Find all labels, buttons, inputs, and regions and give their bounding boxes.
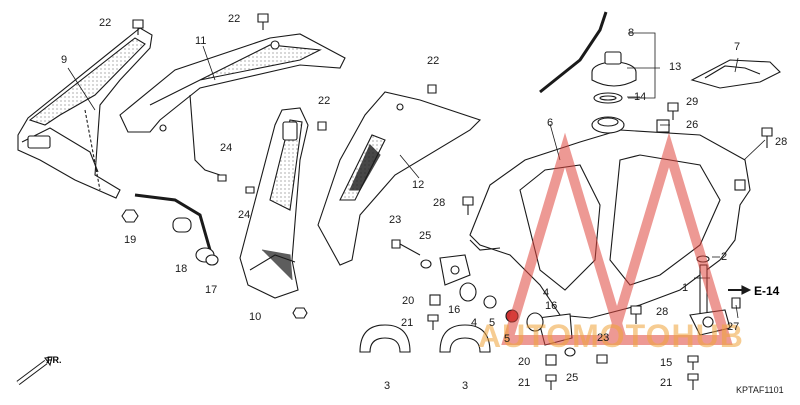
collar-20-a [429, 294, 441, 306]
callout-16a: 16 [448, 304, 461, 316]
reference-code: KPTAF1101 [736, 385, 784, 395]
callout-2: 2 [721, 251, 728, 263]
bolt-15 [687, 355, 699, 370]
callout-25b: 25 [566, 372, 579, 384]
callout-24a: 24 [220, 142, 233, 154]
bolt-21-a [427, 314, 439, 330]
callout-25a: 25 [419, 230, 432, 242]
callout-19: 19 [124, 234, 137, 246]
front-arrow [16, 356, 53, 385]
callout-11: 11 [195, 35, 207, 47]
tank-band [690, 59, 781, 89]
callout-23b: 23 [597, 332, 610, 344]
nut-19 [121, 209, 139, 223]
callout-21c: 21 [660, 377, 673, 389]
left-shroud [17, 27, 153, 199]
callout-3a: 3 [384, 380, 391, 392]
inner-shroud [119, 33, 346, 176]
callout-12: 12 [412, 179, 425, 191]
callout-22a: 22 [99, 17, 112, 29]
watermark-text: AUTOMOTOHUB [478, 318, 744, 354]
bolt-23-a [391, 239, 421, 256]
bolt-28-c [630, 305, 642, 324]
bolt-28-b [462, 196, 474, 215]
bolt-21-c [687, 373, 699, 390]
callout-28c: 28 [656, 306, 669, 318]
callout-26: 26 [686, 119, 699, 131]
callout-13: 13 [669, 61, 682, 73]
watermark-logo [501, 132, 733, 345]
drain-hose [134, 193, 212, 251]
bolt-28-a [761, 127, 773, 148]
clip-27 [731, 297, 741, 309]
fuel-cap [591, 51, 637, 87]
leader-lines [67, 32, 766, 319]
callout-28a: 28 [775, 136, 788, 148]
callout-21b: 21 [518, 377, 531, 389]
callout-20b: 20 [518, 356, 531, 368]
callout-22b: 22 [228, 13, 241, 25]
callout-7: 7 [734, 41, 741, 53]
bolt-21-b [545, 374, 557, 390]
cushion-3-b [439, 324, 491, 353]
section-ref-label: E-14 [754, 284, 780, 298]
screw-22-a [132, 19, 144, 35]
screw-22-c [427, 84, 437, 94]
cushion-3-a [359, 324, 411, 353]
screw-22-d [317, 121, 327, 131]
grommet-4-b [526, 312, 544, 332]
washer-25-b [564, 347, 576, 357]
callout-24b: 24 [238, 209, 251, 221]
grommet-17 [195, 247, 219, 266]
bolt-29 [667, 102, 679, 120]
callout-22c: 22 [427, 55, 440, 67]
callout-21a: 21 [401, 317, 414, 329]
callout-8: 8 [628, 27, 635, 39]
screw-22-b [257, 13, 269, 30]
breather-tube [539, 11, 608, 94]
section-arrow [728, 285, 752, 295]
callout-15: 15 [660, 357, 673, 369]
screw-24-a [217, 174, 227, 182]
callout-3b: 3 [462, 380, 469, 392]
callout-4a: 4 [471, 317, 478, 329]
collar-5-a [483, 295, 497, 309]
callout-5a: 5 [489, 317, 496, 329]
grommet-4-a [459, 282, 477, 302]
bolt-23-b [596, 354, 608, 364]
callout-23a: 23 [389, 214, 402, 226]
cap-gasket [593, 92, 623, 104]
callout-16b: 16 [545, 300, 558, 312]
callout-29: 29 [686, 96, 699, 108]
side-cover [239, 107, 309, 299]
screw-24-b [245, 186, 255, 194]
callout-9: 9 [61, 54, 68, 66]
collar-20-b [545, 354, 557, 366]
washer-25-a [420, 259, 432, 269]
callout-5b: 5 [504, 333, 511, 345]
bracket-16-a [439, 254, 471, 286]
callout-10: 10 [249, 311, 262, 323]
callout-14: 14 [634, 91, 647, 103]
center-shroud [317, 91, 482, 266]
callout-17: 17 [205, 284, 218, 296]
callout-28b: 28 [433, 197, 446, 209]
callout-27: 27 [727, 321, 740, 333]
callout-4b: 4 [543, 287, 550, 299]
callout-22d: 22 [318, 95, 331, 107]
callout-18: 18 [175, 263, 188, 275]
callout-1: 1 [682, 282, 689, 294]
callout-6: 6 [547, 117, 554, 129]
collar-26 [656, 119, 670, 133]
callout-20a: 20 [402, 295, 415, 307]
front-indicator: FR. [47, 355, 62, 365]
nut-bottom [292, 307, 308, 319]
